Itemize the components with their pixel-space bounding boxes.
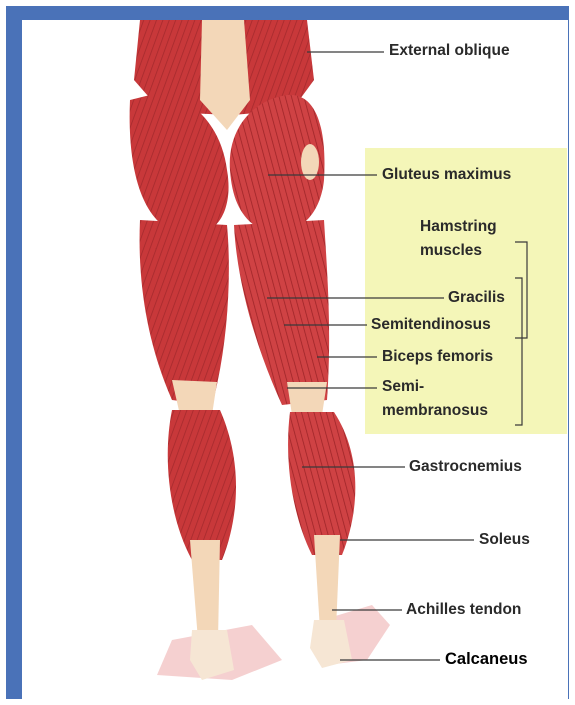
label-calcaneus: Calcaneus (445, 650, 528, 668)
left-knee (172, 380, 217, 415)
label-external-oblique: External oblique (389, 42, 510, 60)
image-frame: External oblique Gluteus maximus Hamstri… (6, 6, 569, 699)
right-achilles (314, 535, 340, 630)
diagram-canvas: External oblique Gluteus maximus Hamstri… (22, 20, 568, 699)
hamstring-bracket-inner (515, 278, 522, 425)
right-knee (287, 382, 327, 415)
left-thigh (140, 220, 229, 405)
label-semitendinosus: Semitendinosus (371, 316, 491, 334)
label-hamstring-line1: Hamstring (420, 218, 497, 236)
label-hamstring-line2: muscles (420, 242, 482, 260)
label-soleus: Soleus (479, 531, 530, 549)
label-achilles-tendon: Achilles tendon (406, 601, 521, 619)
label-gastrocnemius: Gastrocnemius (409, 458, 522, 476)
label-semimembranosus-line1: Semi- (382, 378, 424, 396)
label-gracilis: Gracilis (448, 289, 505, 307)
left-achilles (190, 540, 220, 640)
label-semimembranosus-line2: membranosus (382, 402, 488, 420)
right-thigh (234, 220, 329, 405)
label-gluteus-maximus: Gluteus maximus (382, 166, 511, 184)
hamstring-bracket-outer (515, 242, 527, 338)
left-calf (168, 410, 236, 560)
right-calf (288, 412, 355, 555)
label-biceps-femoris: Biceps femoris (382, 348, 493, 366)
